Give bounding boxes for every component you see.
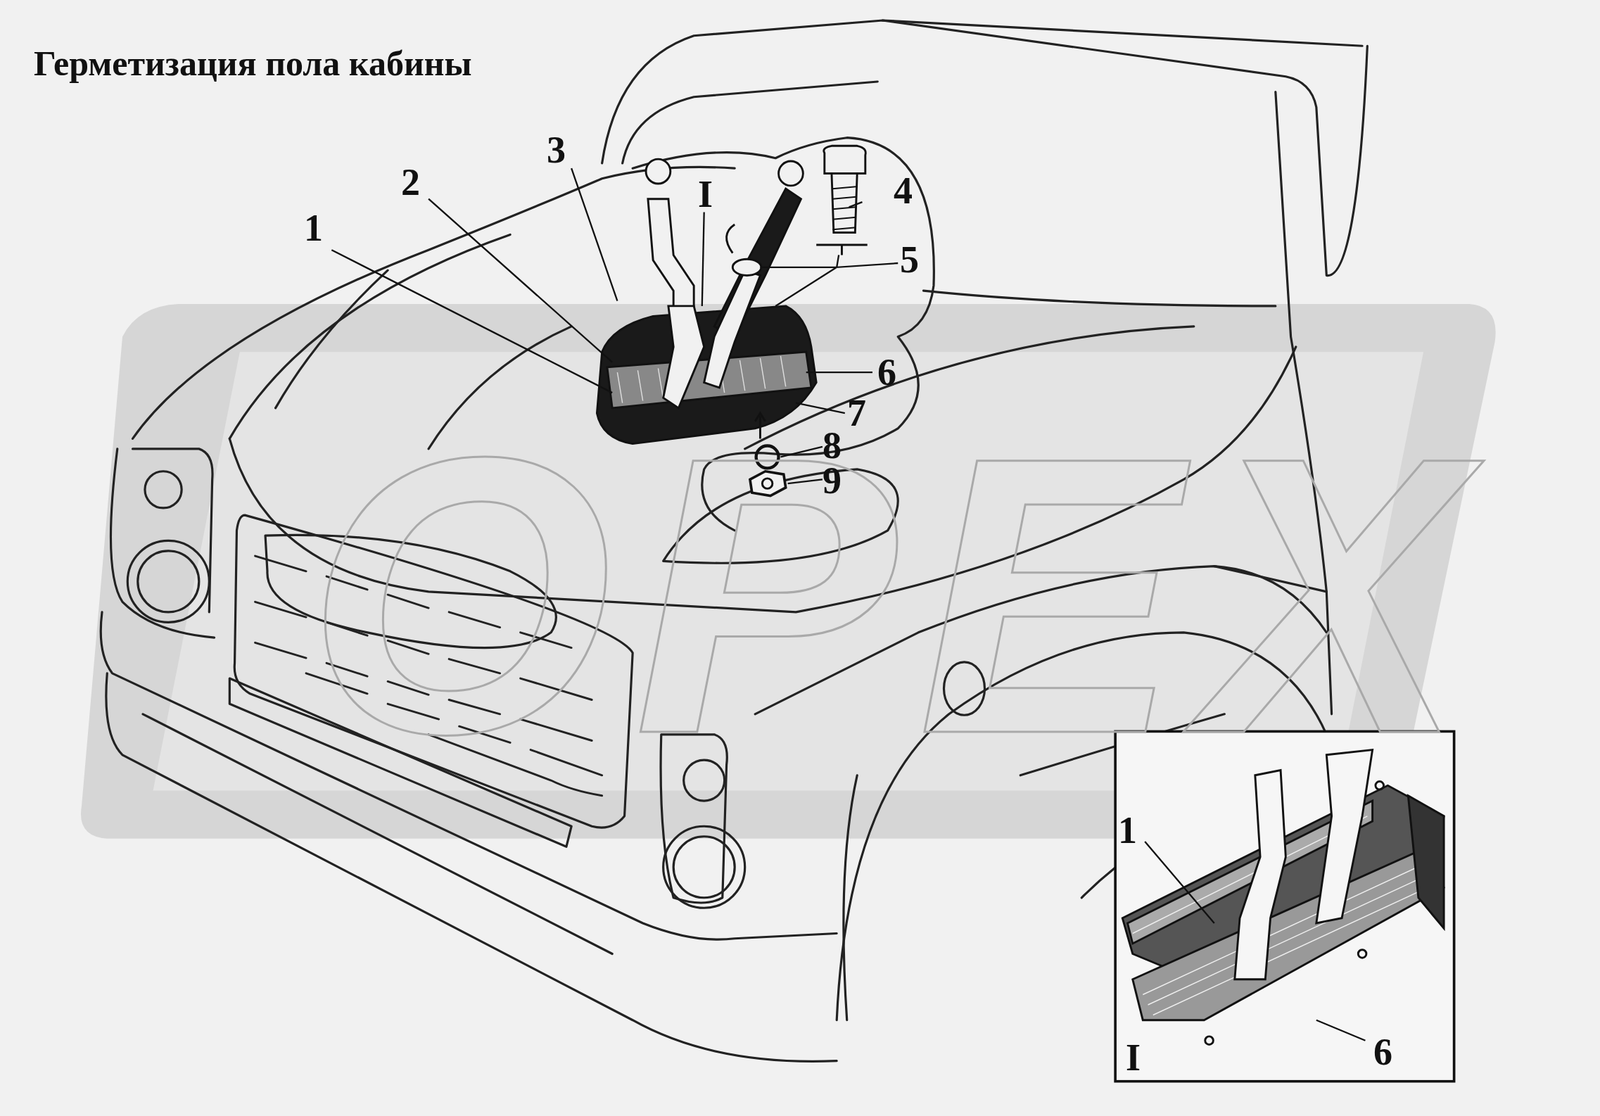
callout-number: 8 <box>822 426 842 465</box>
callout-number: 1 <box>1118 811 1138 850</box>
callout-number: 9 <box>822 461 842 500</box>
callout-number: 5 <box>899 240 919 279</box>
callout-number: 7 <box>847 394 867 433</box>
pedal-assembly <box>596 145 867 496</box>
callout-number: 3 <box>546 130 566 169</box>
detail-inset <box>1115 731 1454 1081</box>
leader-lines <box>331 168 898 484</box>
diagram-title: Герметизация пола кабины <box>33 45 473 81</box>
callout-number: 6 <box>1373 1032 1393 1071</box>
callout-number: 6 <box>877 353 897 392</box>
callout-number: 1 <box>303 208 323 247</box>
view-marker: I <box>1125 1038 1141 1077</box>
callout-number: 2 <box>401 163 421 202</box>
watermark: OPEX <box>306 398 1486 793</box>
callout-number: I <box>697 175 713 214</box>
callout-number: 4 <box>893 171 913 210</box>
